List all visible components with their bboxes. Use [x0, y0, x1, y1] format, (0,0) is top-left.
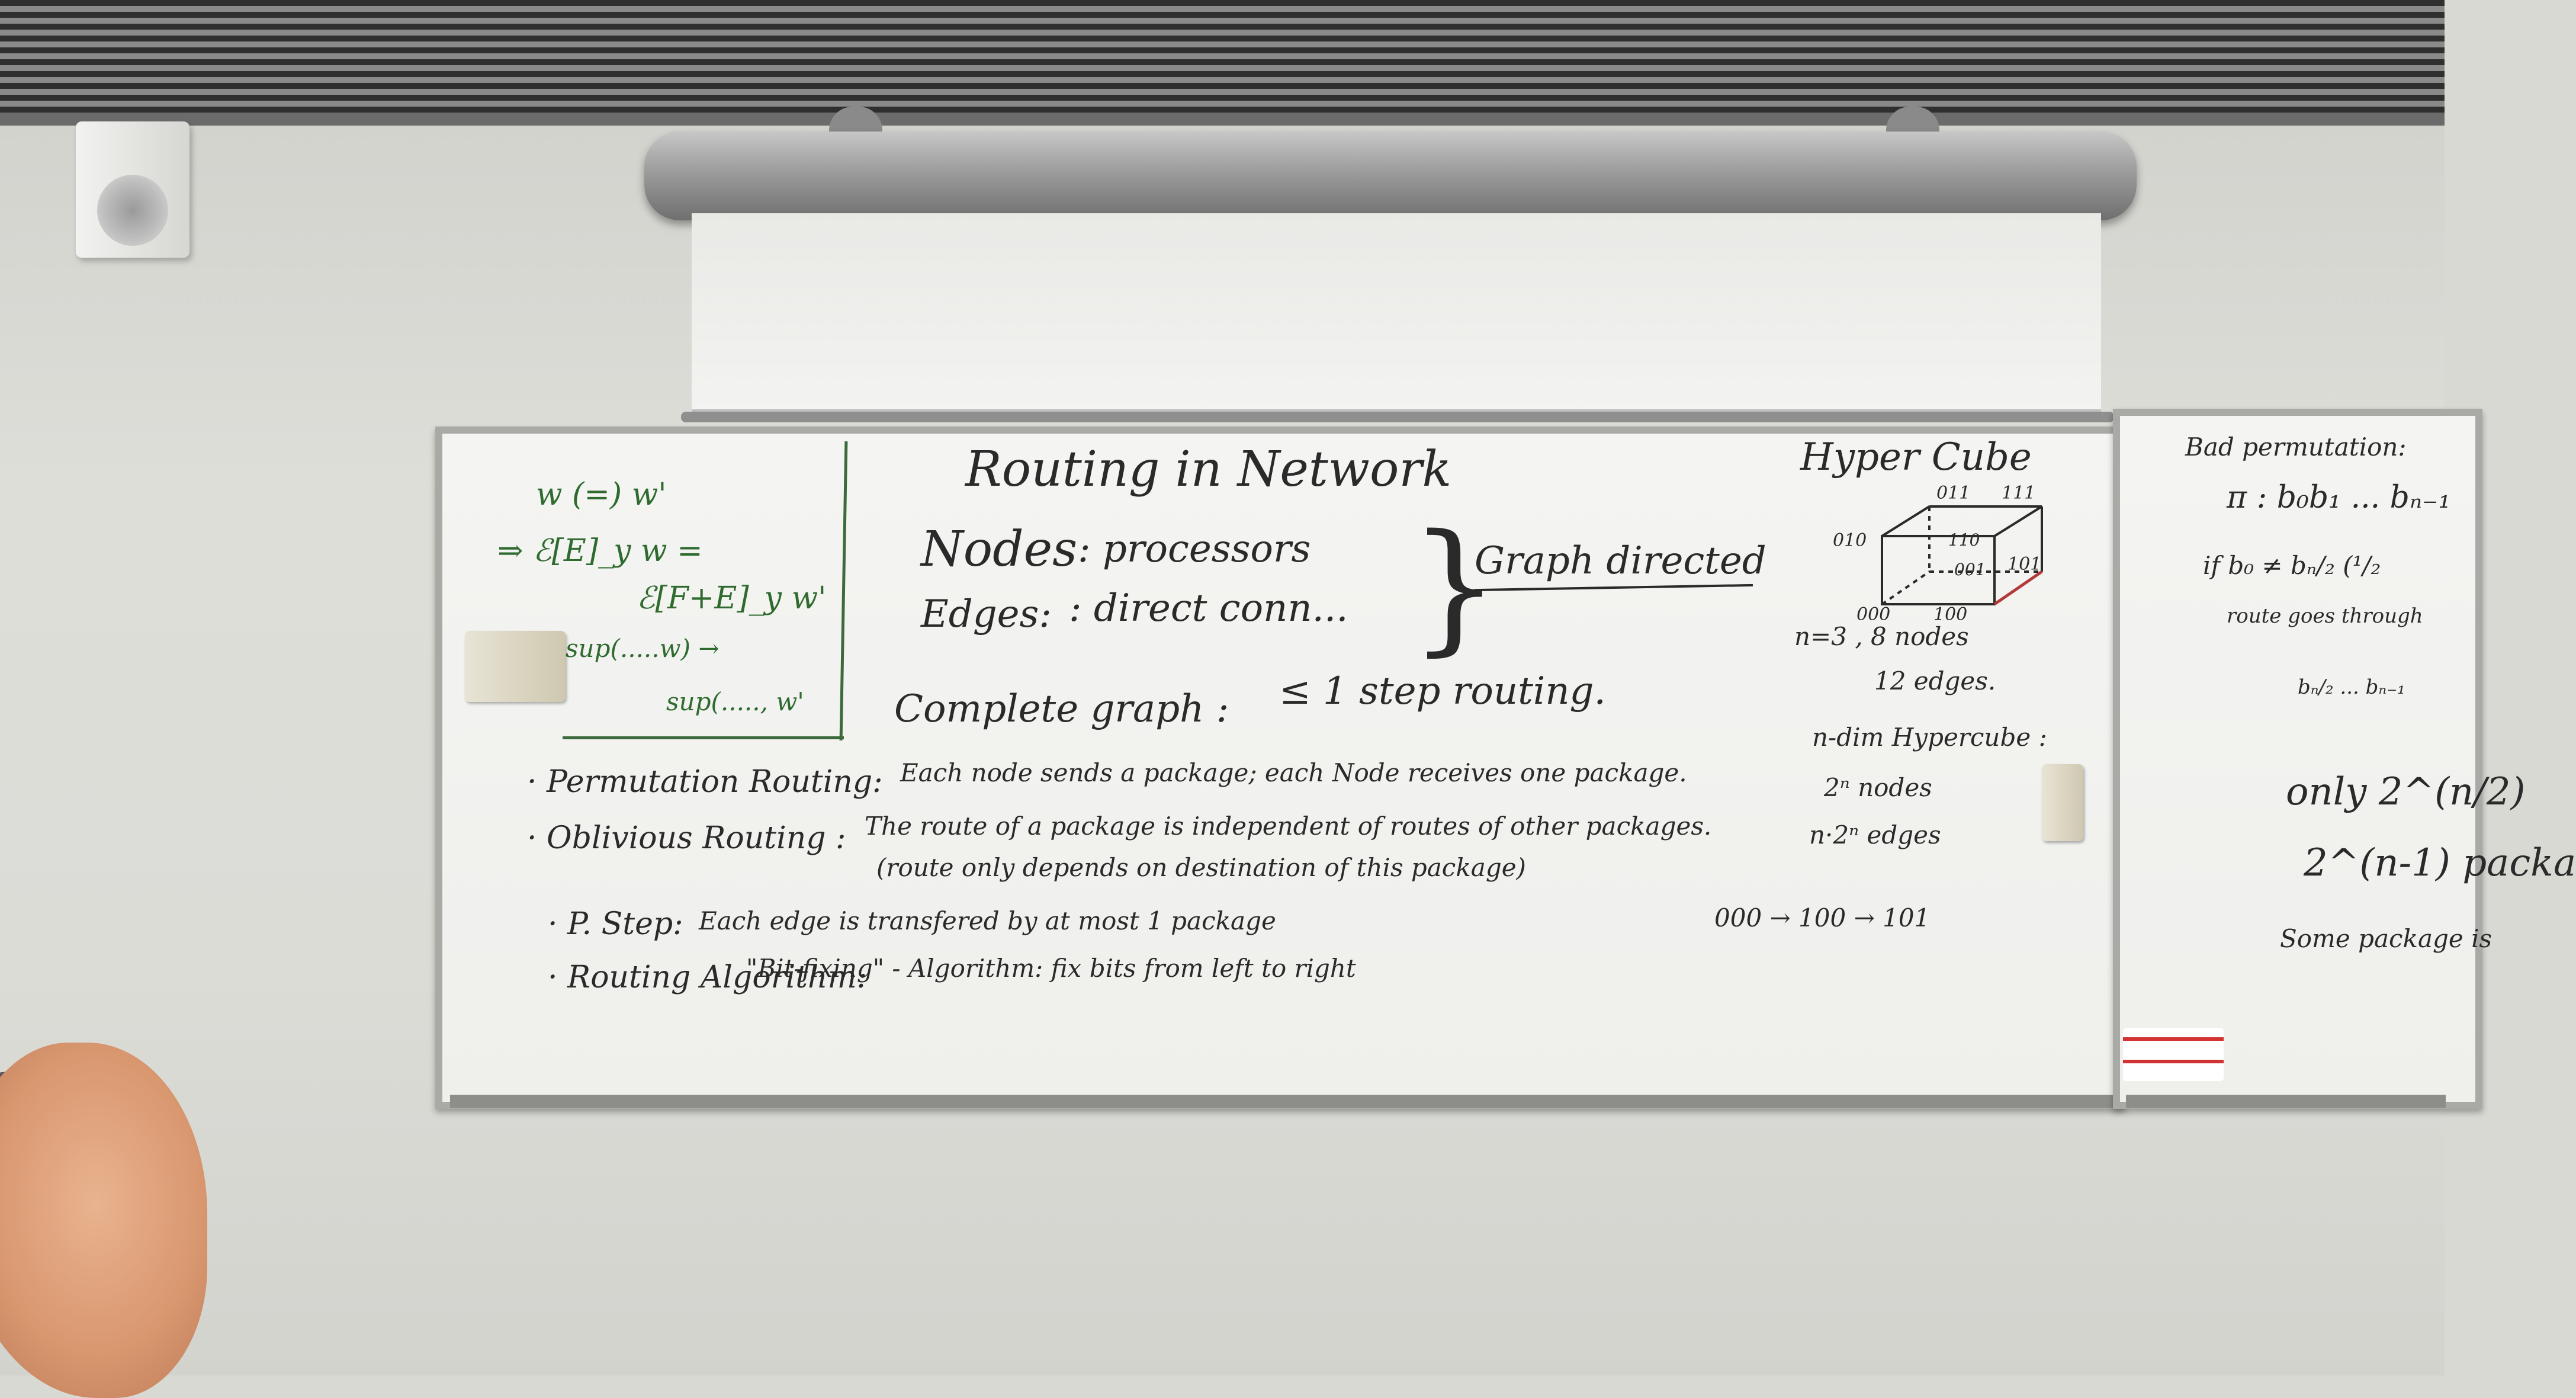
one-step-routing: ≤ 1 step routing. [1279, 669, 1606, 713]
cube-edge [1881, 505, 1931, 537]
panel-divider-horizontal [563, 736, 844, 739]
edges-label: Edges: [921, 592, 1052, 636]
hypercube-n2n-edges: n·2ⁿ edges [1809, 820, 1941, 849]
right-board-only: only 2^(n/2) [2286, 770, 2526, 814]
right-board-some: Some package is [2280, 924, 2493, 953]
vertex-110: 110 [1948, 530, 1980, 550]
edges-value: : direct conn... [1069, 586, 1348, 630]
board-eraser-left [465, 631, 566, 702]
hypercube-2n-nodes: 2ⁿ nodes [1824, 773, 1932, 802]
step-desc: Each edge is transfered by at most 1 pac… [699, 906, 1276, 935]
right-board-pi: π : b₀b₁ ... bₙ₋₁ [2227, 480, 2451, 515]
permutation-routing-desc: Each node sends a package; each Node rec… [900, 758, 1687, 787]
proof-line-3: ℰ[F+E]_y w' [637, 581, 827, 616]
wall-speaker [76, 121, 189, 258]
projector-screen-bar [681, 412, 2114, 422]
board-eraser-right [2042, 764, 2083, 841]
routing-algorithm-desc: "Bit-fixing" - Algorithm: fix bits from … [746, 954, 1356, 983]
hypercube-ndim: n-dim Hypercube : [1812, 723, 2047, 752]
board-title: Routing in Network [965, 441, 1452, 498]
proof-line-4: sup(.....w) → [566, 634, 720, 663]
hypercube-svg [1881, 505, 2043, 606]
ceiling-edge [0, 113, 2445, 126]
vertex-100: 100 [1933, 604, 1968, 625]
grouping-brace: } [1409, 504, 1500, 669]
hypercube-12-edges: 12 edges. [1874, 666, 1996, 695]
step-label: · P. Step: [548, 906, 683, 942]
right-board-title: Bad permutation: [2185, 432, 2407, 461]
vertex-011: 011 [1936, 483, 1971, 504]
hypercube-title: Hyper Cube [1800, 435, 2032, 479]
hypercube-diagram [1864, 495, 2060, 613]
cube-front-face [1881, 535, 1996, 605]
ceiling-vent [0, 0, 2445, 118]
complete-graph-label: Complete graph : [894, 687, 1229, 731]
vertex-001: 001 [1954, 560, 1986, 579]
right-board-route: route goes through [2227, 604, 2423, 628]
vertex-000: 000 [1856, 604, 1891, 625]
projector-screen [692, 213, 2101, 412]
marker-set [2123, 1028, 2224, 1081]
permutation-routing-label: · Permutation Routing: [527, 764, 883, 800]
speaker-cone [97, 175, 168, 246]
right-board-if: if b₀ ≠ bₙ/₂ (¹/₂ [2203, 551, 2381, 580]
oblivious-routing-desc: The route of a package is independent of… [865, 812, 1712, 841]
hand [0, 1043, 207, 1398]
marker-tray-main [450, 1095, 2114, 1108]
marker-tray-right [2126, 1095, 2446, 1108]
cube-edge [1993, 505, 2043, 537]
hypercube-n3: n=3 , 8 nodes [1794, 622, 1969, 651]
cube-path-edge [1993, 570, 2043, 606]
hypercube-path: 000 → 100 → 101 [1714, 903, 1931, 932]
vertex-101: 101 [2008, 554, 2042, 575]
graph-directed-note: Graph directed [1475, 539, 1766, 583]
oblivious-routing-label: · Oblivious Routing : [527, 820, 846, 856]
right-board-bits: bₙ/₂ ... bₙ₋₁ [2298, 675, 2405, 699]
routing-algorithm-label: · Routing Algorithm: [548, 960, 868, 995]
proof-line-2: ⇒ ℰ[E]_y w = [497, 533, 703, 569]
oblivious-routing-note: (route only depends on destination of th… [876, 853, 1526, 882]
projector-screen-housing [644, 132, 2137, 220]
vertex-111: 111 [2002, 483, 2036, 504]
cube-hidden-edge [1881, 570, 1931, 605]
nodes-value: : processors [1078, 527, 1311, 571]
vertex-010: 010 [1833, 530, 1867, 551]
proof-line-1: w (=) w' [536, 477, 667, 512]
proof-line-5: sup(....., w' [666, 687, 804, 716]
nodes-label: Nodes [921, 521, 1078, 578]
right-board-packages: 2^(n-1) packa [2304, 841, 2576, 885]
